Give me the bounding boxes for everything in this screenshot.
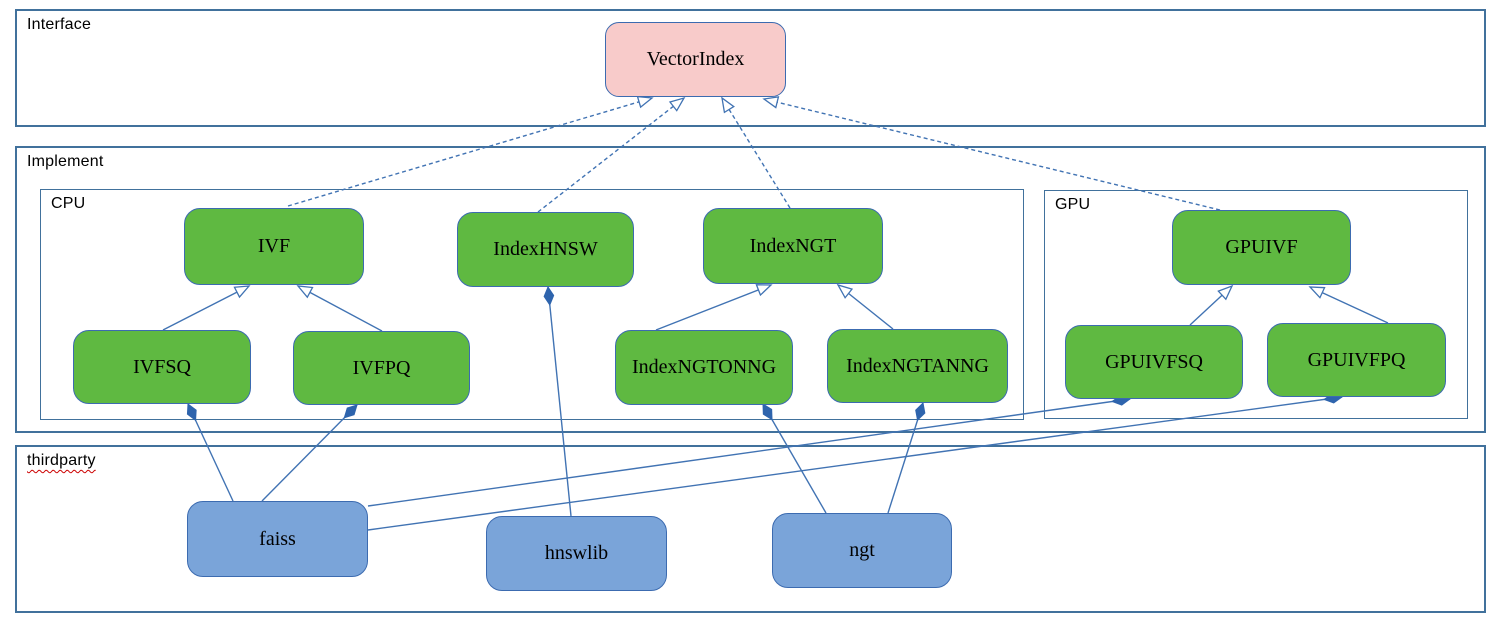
container-cpu-label: CPU [51, 195, 86, 212]
node-ivfsq[interactable]: IVFSQ [73, 330, 251, 404]
container-thirdparty-label: thirdparty [27, 452, 96, 469]
node-indexngtanng[interactable]: IndexNGTANNG [827, 329, 1008, 403]
node-ivfpq-label: IVFPQ [352, 356, 411, 379]
node-ivfpq[interactable]: IVFPQ [293, 331, 470, 405]
node-indexngtonng-label: IndexNGTONNG [631, 356, 777, 378]
node-indexngt-label: IndexNGT [749, 234, 837, 257]
node-gpuivf-label: GPUIVF [1225, 236, 1298, 258]
node-gpuivf[interactable]: GPUIVF [1172, 210, 1351, 285]
node-gpuivfsq[interactable]: GPUIVFSQ [1065, 325, 1243, 399]
node-gpuivfsq-label: GPUIVFSQ [1105, 350, 1203, 373]
node-hnswlib[interactable]: hnswlib [486, 516, 667, 591]
node-vectorindex[interactable]: VectorIndex [605, 22, 786, 97]
node-ngt-label: ngt [849, 539, 875, 561]
node-ivf-label: IVF [257, 235, 291, 257]
node-ivf[interactable]: IVF [184, 208, 364, 285]
node-indexngtonng[interactable]: IndexNGTONNG [615, 330, 793, 405]
node-indexngtanng-label: IndexNGTANNG [846, 354, 989, 377]
container-gpu-label: GPU [1055, 196, 1091, 213]
container-implement-label: Implement [27, 153, 104, 170]
node-indexhnsw[interactable]: IndexHNSW [457, 212, 634, 287]
node-gpuivfpq-label: GPUIVFPQ [1307, 348, 1406, 371]
node-hnswlib-label: hnswlib [544, 542, 609, 564]
node-gpuivfpq[interactable]: GPUIVFPQ [1267, 323, 1446, 397]
container-interface-label: Interface [27, 16, 92, 33]
node-vectorindex-label: VectorIndex [646, 48, 745, 70]
node-ivfsq-label: IVFSQ [133, 355, 191, 378]
node-indexhnsw-label: IndexHNSW [493, 238, 598, 260]
node-ngt[interactable]: ngt [772, 513, 952, 588]
node-indexngt[interactable]: IndexNGT [703, 208, 883, 284]
node-faiss[interactable]: faiss [187, 501, 368, 577]
node-faiss-label: faiss [259, 527, 296, 550]
